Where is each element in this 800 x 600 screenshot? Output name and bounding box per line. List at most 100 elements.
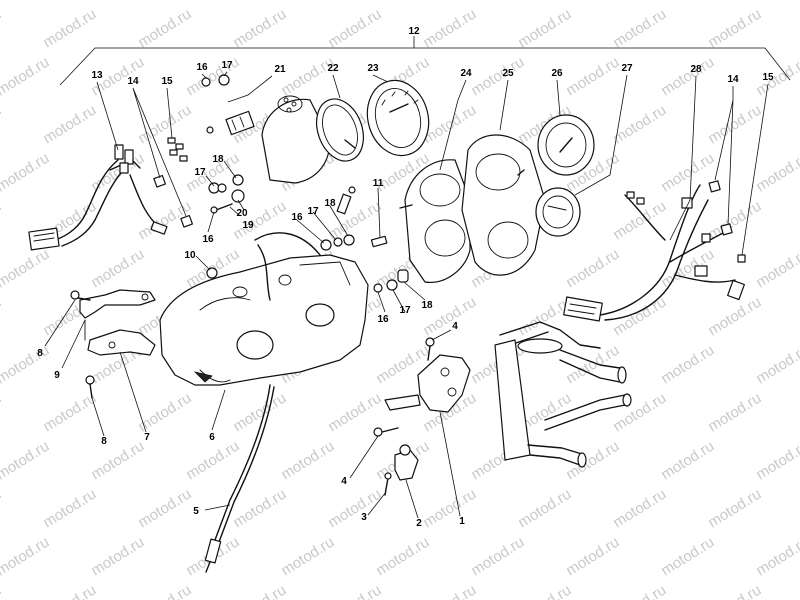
watermark-text: motod.ru — [468, 534, 527, 580]
watermark-text: motod.ru — [658, 0, 717, 3]
callout-17-upper: 17 — [194, 167, 206, 178]
watermark-text: motod.ru — [563, 246, 622, 292]
lower-mounting-bracket — [373, 337, 471, 496]
watermark-text: motod.ru — [0, 246, 52, 292]
watermark-text: motod.ru — [610, 6, 669, 52]
watermark-text: motod.ru — [88, 438, 147, 484]
watermark-text: motod.ru — [610, 102, 669, 148]
watermark-text: motod.ru — [0, 54, 52, 100]
watermark-text: motod.ru — [610, 486, 669, 532]
watermark-text: motod.ru — [468, 54, 527, 100]
watermark-text: motod.ru — [40, 102, 99, 148]
callout-12: 12 — [408, 26, 420, 37]
callout-19: 19 — [242, 220, 254, 231]
watermark-text: motod.ru — [0, 198, 4, 244]
callout-9: 9 — [54, 370, 60, 381]
watermark-text: motod.ru — [705, 390, 764, 436]
watermark-text: motod.ru — [0, 534, 52, 580]
mounting-brackets-left — [79, 289, 156, 356]
callout-14-left: 14 — [127, 76, 139, 87]
watermark-text: motod.ru — [278, 534, 337, 580]
watermark-text: motod.ru — [0, 390, 4, 436]
watermark-text: motod.ru — [183, 0, 242, 3]
watermark-text: motod.ru — [705, 582, 764, 600]
watermark-text: motod.ru — [183, 54, 242, 100]
callout-24: 24 — [460, 68, 472, 79]
watermark-text: motod.ru — [88, 534, 147, 580]
watermark-text: motod.ru — [0, 150, 52, 196]
callout-17-middle: 17 — [307, 206, 319, 217]
watermark-text: motod.ru — [0, 582, 4, 600]
assembly-bracket-12 — [59, 36, 791, 86]
frame-head-tube — [494, 321, 632, 468]
callout-1: 1 — [459, 516, 465, 527]
watermark-text: motod.ru — [40, 390, 99, 436]
watermark-text: motod.ru — [705, 486, 764, 532]
watermark-text: motod.ru — [135, 6, 194, 52]
watermark-text: motod.ru — [658, 150, 717, 196]
watermark-text: motod.ru — [325, 6, 384, 52]
watermark-text: motod.ru — [88, 246, 147, 292]
watermark-text: motod.ru — [0, 342, 52, 388]
watermark-text: motod.ru — [753, 438, 800, 484]
watermark-text: motod.ru — [753, 0, 800, 3]
callout-15-right: 15 — [762, 72, 774, 83]
watermark-text: motod.ru — [40, 486, 99, 532]
watermark-text: motod.ru — [0, 438, 52, 484]
callout-4-upper: 4 — [452, 321, 458, 332]
small-fasteners-upper — [201, 74, 255, 214]
watermark-text: motod.ru — [0, 486, 4, 532]
watermark-text: motod.ru — [705, 198, 764, 244]
watermark-text: motod.ru — [373, 534, 432, 580]
watermark-text: motod.ru — [325, 486, 384, 532]
bulb-sockets-right — [708, 180, 746, 263]
watermark-text: motod.ru — [563, 0, 622, 3]
watermark-text: motod.ru — [135, 582, 194, 600]
callout-16-lower: 16 — [377, 314, 389, 325]
watermark-text: motod.ru — [230, 6, 289, 52]
watermark-text: motod.ru — [515, 6, 574, 52]
callout-2: 2 — [416, 518, 422, 529]
callout-20: 20 — [236, 208, 248, 219]
watermark-text: motod.ru — [610, 582, 669, 600]
right-wiring-harness — [563, 184, 745, 322]
left-wiring-harness — [28, 144, 168, 251]
watermark-text: motod.ru — [0, 6, 4, 52]
watermark-text: motod.ru — [658, 54, 717, 100]
callout-16-upper: 16 — [202, 234, 214, 245]
speedometer-assembly — [261, 79, 430, 184]
callout-16-top: 16 — [196, 62, 208, 73]
callout-18-middle: 18 — [324, 198, 336, 209]
watermark-text: motod.ru — [230, 582, 289, 600]
callout-5: 5 — [193, 506, 199, 517]
callout-23: 23 — [367, 63, 379, 74]
watermark-text: motod.ru — [753, 342, 800, 388]
watermark-text: motod.ru — [373, 0, 432, 3]
callout-17-top: 17 — [221, 60, 233, 71]
callout-13: 13 — [91, 70, 103, 81]
callout-15-left: 15 — [161, 76, 173, 87]
callout-25: 25 — [502, 68, 514, 79]
callout-18-lower: 18 — [421, 300, 433, 311]
watermark-text: motod.ru — [230, 198, 289, 244]
watermark-text: motod.ru — [705, 6, 764, 52]
callout-28: 28 — [690, 64, 702, 75]
watermark-text: motod.ru — [658, 438, 717, 484]
watermark-text: motod.ru — [468, 0, 527, 3]
watermark-text: motod.ru — [515, 486, 574, 532]
callout-labels: 12 13 14 15 16 17 21 22 23 24 25 26 27 2… — [37, 26, 774, 529]
callout-8-lower: 8 — [101, 436, 107, 447]
callout-22: 22 — [327, 63, 339, 74]
callout-16-middle: 16 — [291, 212, 303, 223]
watermark-text: motod.ru — [183, 438, 242, 484]
bulb-sockets-left — [153, 137, 194, 228]
watermark-text: motod.ru — [40, 6, 99, 52]
headlight-shell — [159, 254, 369, 386]
callout-10: 10 — [184, 250, 196, 261]
watermark-text: motod.ru — [753, 54, 800, 100]
watermark-text: motod.ru — [753, 534, 800, 580]
watermark-text: motod.ru — [278, 54, 337, 100]
watermark-text: motod.ru — [278, 438, 337, 484]
instrument-panel — [399, 114, 595, 283]
